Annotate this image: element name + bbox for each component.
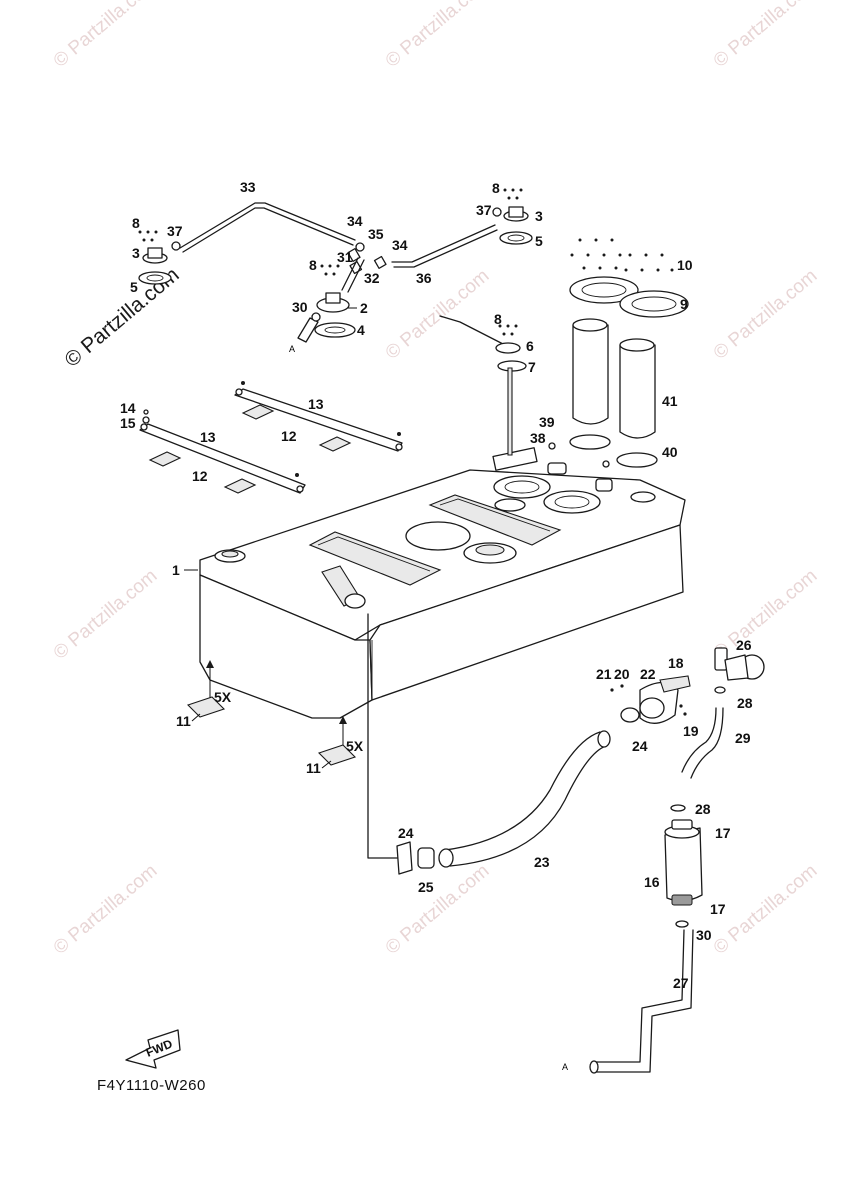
watermark: © Partzilla.com: [50, 565, 162, 663]
callout-39: 39: [539, 414, 555, 430]
callout-20: 20: [614, 666, 630, 682]
callout-9: 9: [680, 296, 688, 312]
callout-10: 10: [677, 257, 693, 273]
callout-40: 40: [662, 444, 678, 460]
callout-33: 33: [240, 179, 256, 195]
callout-32: 32: [364, 270, 380, 286]
callout-19: 19: [683, 723, 699, 739]
callout-11: 11: [306, 760, 321, 776]
callout-30: 30: [292, 299, 308, 315]
callout-5: 5: [130, 279, 138, 295]
callout-5: 5: [535, 233, 543, 249]
vent-assembly: [138, 188, 533, 343]
callout-4: 4: [357, 322, 365, 338]
callout-3: 3: [132, 245, 140, 261]
fuel-hoses: [367, 613, 724, 1074]
fuel-sender: [439, 315, 527, 456]
watermark: © Partzilla.com: [710, 0, 822, 72]
callout-8: 8: [132, 215, 140, 231]
callout-17: 17: [710, 901, 726, 917]
fwd-arrow-icon: FWD: [125, 1029, 181, 1069]
watermark: © Partzilla.com: [382, 860, 494, 958]
callout-8: 8: [309, 257, 317, 273]
fuel-tank: [199, 447, 686, 719]
callout-34: 34: [347, 213, 363, 229]
callout-6: 6: [526, 338, 534, 354]
callout-18: 18: [668, 655, 684, 671]
callout-3: 3: [535, 208, 543, 224]
callout-14: 14: [120, 400, 136, 416]
callout-28: 28: [737, 695, 753, 711]
callout-8: 8: [492, 180, 500, 196]
tank-straps: [139, 381, 403, 494]
watermark: © Partzilla.com: [710, 265, 822, 363]
callout-8: 8: [494, 311, 502, 327]
marker-a: A: [289, 344, 295, 354]
callout-21: 21: [596, 666, 612, 682]
callout-35: 35: [368, 226, 384, 242]
callout-29: 29: [735, 730, 751, 746]
watermark: © Partzilla.com: [50, 860, 162, 958]
callout-13: 13: [200, 429, 216, 445]
callout-36: 36: [416, 270, 432, 286]
callout-16: 16: [644, 874, 660, 890]
qty-label: 5X: [346, 738, 364, 754]
callouts: 1 2 3 3 4 5 5 6 7 8 8 8 8 9 10 11 11 12 …: [120, 179, 753, 991]
callout-12: 12: [281, 428, 297, 444]
callout-24: 24: [398, 825, 414, 841]
callout-26: 26: [736, 637, 752, 653]
watermark: © Partzilla.com: [382, 0, 494, 72]
watermark: © Partzilla.com: [710, 860, 822, 958]
callout-13: 13: [308, 396, 324, 412]
callout-27: 27: [673, 975, 689, 991]
callout-11: 11: [176, 713, 191, 729]
watermark: © Partzilla.com: [382, 265, 494, 363]
callout-23: 23: [534, 854, 550, 870]
callout-24: 24: [632, 738, 648, 754]
callout-30: 30: [696, 927, 712, 943]
callout-34: 34: [392, 237, 408, 253]
caution-labels: [186, 660, 357, 766]
screw-dots: [570, 238, 674, 272]
qty-label: 5X: [214, 689, 232, 705]
callout-2: 2: [360, 300, 368, 316]
callout-22: 22: [640, 666, 656, 682]
fuel-valve: [610, 675, 691, 724]
callout-37: 37: [167, 223, 183, 239]
callout-15: 15: [120, 415, 136, 431]
fuel-pump-modules: [548, 238, 689, 468]
callout-38: 38: [530, 430, 546, 446]
callout-31: 31: [337, 249, 353, 265]
callout-28: 28: [695, 801, 711, 817]
watermark: © Partzilla.com: [50, 0, 162, 72]
callout-17: 17: [715, 825, 731, 841]
callout-7: 7: [528, 359, 536, 375]
callout-12: 12: [192, 468, 208, 484]
callout-1: 1: [172, 562, 180, 578]
marker-a: A: [562, 1062, 568, 1072]
diagram-code: F4Y1110-W260: [97, 1077, 206, 1094]
callout-25: 25: [418, 879, 434, 895]
fuel-filter: [664, 647, 765, 928]
callout-37: 37: [476, 202, 492, 218]
callout-41: 41: [662, 393, 678, 409]
